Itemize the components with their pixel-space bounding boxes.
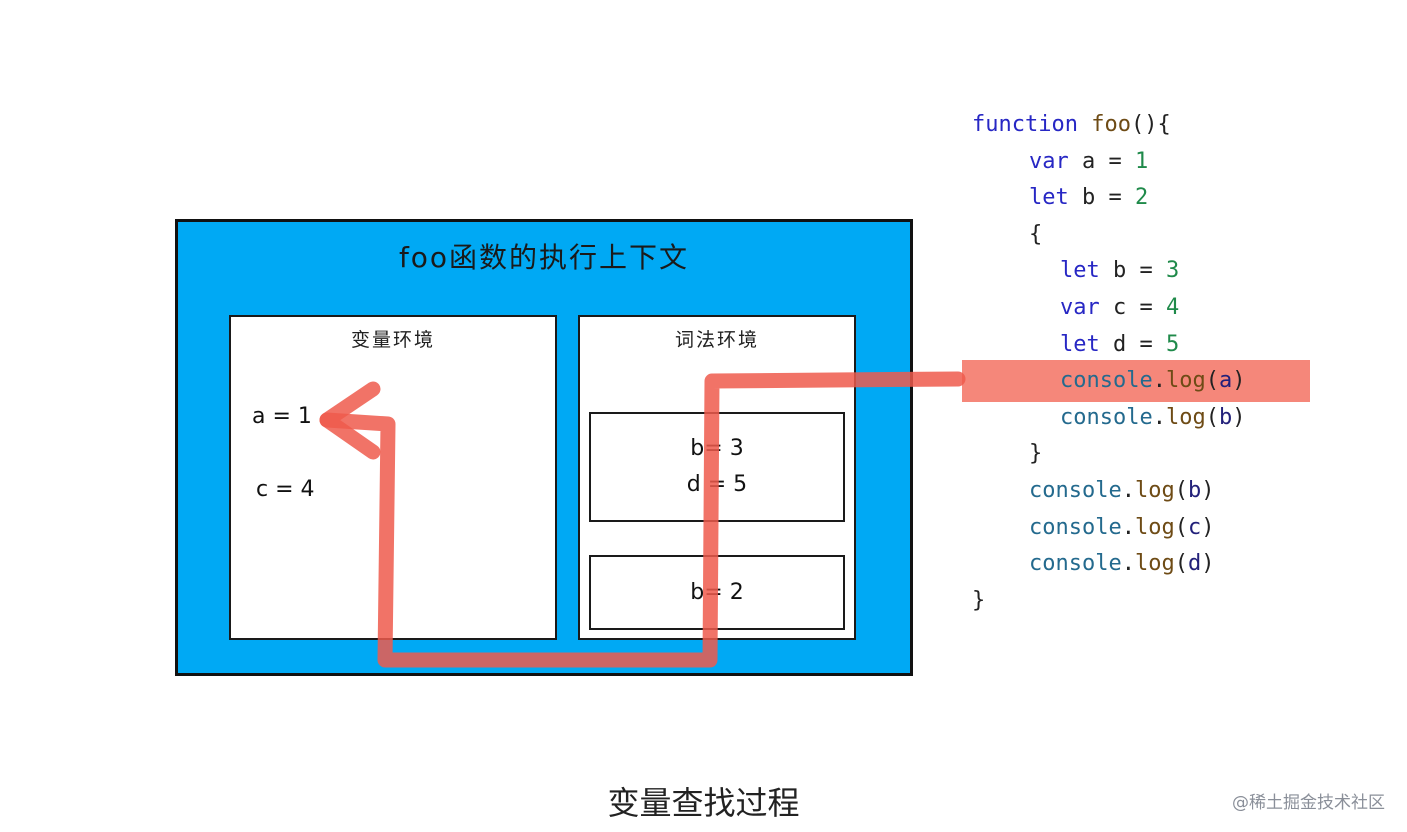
figure-caption: 变量查找过程 — [607, 784, 800, 822]
variable-c: c = 4 — [256, 477, 315, 502]
code-line-3: let b = 2 — [1029, 185, 1149, 211]
highlight-console-log-a — [962, 360, 1310, 402]
code-listing: function foo(){ var a = 1 let b = 2 { le… — [972, 107, 1245, 619]
code-line-7: let d = 5 — [1060, 331, 1180, 357]
code-line-9: console.log(b) — [1060, 404, 1246, 430]
lexical-environment-title: 词法环境 — [674, 329, 759, 351]
execution-context-box: foo函数的执行上下文 变量环境 a = 1 c = 4 词法环境 b= 3 d… — [175, 219, 913, 676]
code-line-14: } — [972, 587, 986, 613]
variable-a: a = 1 — [252, 404, 312, 429]
code-line-6: var c = 4 — [1060, 294, 1180, 320]
code-line-1: function foo(){ — [972, 112, 1171, 137]
code-line-13: console.log(d) — [1029, 551, 1215, 577]
variable-environment-title: 变量环境 — [350, 329, 435, 351]
code-line-10: } — [1029, 441, 1043, 467]
code-line-5: let b = 3 — [1060, 258, 1180, 284]
code-line-8: console.log(a) — [1060, 368, 1246, 394]
code-line-2: var a = 1 — [1029, 148, 1149, 174]
code-line-12: console.log(c) — [1029, 514, 1215, 540]
watermark: @稀土掘金技术社区 — [1232, 793, 1385, 813]
code-line-4: { — [1029, 221, 1043, 247]
execution-context-title: foo函数的执行上下文 — [398, 241, 690, 274]
code-line-11: console.log(b) — [1029, 477, 1215, 503]
